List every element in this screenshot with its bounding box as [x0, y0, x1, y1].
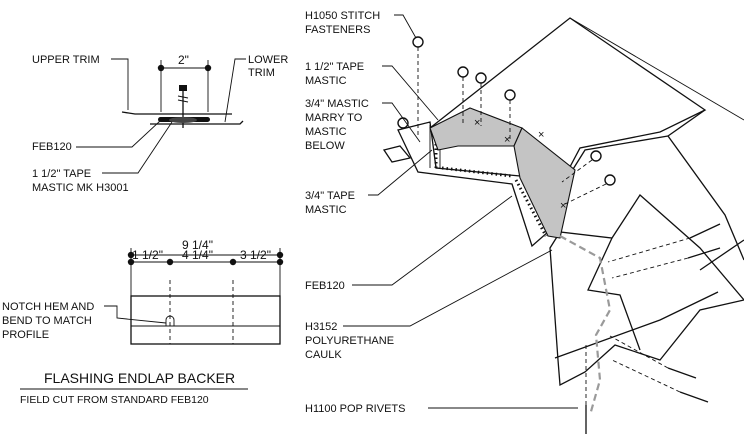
feb120-callout-leader: [352, 195, 513, 286]
endlap-dashed-path: [559, 235, 612, 416]
rivets-label: H1100 POP RIVETS: [305, 403, 405, 415]
upper-trim-side: [667, 109, 744, 261]
pop-rivet-icon: [609, 335, 697, 379]
stitch-label-2: FASTENERS: [305, 24, 370, 36]
stitch-fastener-icon: [475, 72, 487, 126]
lower-trim-edge: [699, 239, 744, 271]
upper-trim-panel: [121, 111, 232, 115]
tape-leader: [102, 121, 173, 174]
mastic-label-4: BELOW: [305, 140, 345, 152]
notch-hem: [165, 315, 175, 326]
dim-mid: 4 1/4": [182, 248, 213, 262]
lower-trim-panel: [150, 120, 244, 125]
notch-label-2: BEND TO MATCH: [2, 315, 92, 327]
lower-trim-hem: [554, 291, 719, 359]
stitch-leader: [394, 14, 417, 39]
upper-trim-ridge: [569, 17, 744, 121]
trim-section-detail: UPPER TRIM LOWER TRIM 2" FEB120 1 1/2" T…: [32, 53, 288, 194]
screw-head-icon: [179, 85, 187, 91]
dim-left: 1 1/2": [132, 248, 163, 262]
tape34-leader: [368, 149, 433, 196]
dimension-node: [229, 258, 237, 266]
mastic-leader: [382, 102, 421, 143]
tape-mastic-leader: [382, 65, 439, 121]
backer-notch-tab: [382, 145, 412, 163]
callouts: H1050 STITCH FASTENERS 1 1/2" TAPE MASTI…: [305, 10, 578, 415]
mastic-label-1: 3/4" MASTIC: [305, 98, 369, 110]
tape34-label-2: MASTIC: [305, 204, 347, 216]
lower-trim-fold: [587, 237, 641, 351]
caulk-label-2: POLYURETHANE: [305, 335, 394, 347]
tape-mastic-label-1: 1 1/2" TAPE: [305, 61, 364, 73]
stitch-fastener-icon: [561, 150, 602, 183]
screw-thread: [177, 95, 189, 99]
backer-outline: [130, 295, 281, 345]
pop-rivet-icon: [607, 223, 721, 263]
screw-thread: [177, 99, 189, 103]
tape-mastic-strip-side: [513, 127, 576, 239]
notch-label-3: PROFILE: [2, 329, 49, 341]
lower-trim-leader: [224, 58, 246, 123]
tape-mastic-label-2: MASTIC: [305, 75, 347, 87]
dimension-2in: 2": [178, 53, 189, 67]
feb120-leader: [76, 120, 161, 148]
upper-trim-leader: [111, 58, 129, 110]
backer-title: FLASHING ENDLAP BACKER: [44, 370, 235, 386]
caulk-label-1: H3152: [305, 321, 337, 333]
mastic-label-3: MASTIC: [305, 126, 347, 138]
fastener-mark: ×: [474, 117, 480, 129]
upper-trim-label: UPPER TRIM: [32, 54, 100, 66]
dim-right: 3 1/2": [240, 248, 271, 262]
fastener-mark: ×: [560, 200, 566, 212]
lower-trim-label-2: TRIM: [248, 67, 275, 79]
pop-rivet-icon: [611, 247, 721, 279]
feb120-hatch: [441, 166, 513, 178]
stitch-fastener-icon: [457, 66, 469, 124]
tape-label-1: 1 1/2" TAPE: [32, 168, 91, 180]
pop-rivet-icon: [611, 359, 709, 403]
tape-mastic: [169, 117, 197, 123]
caulk-label-3: CAULK: [305, 349, 342, 361]
notch-label-1: NOTCH HEM AND: [2, 301, 94, 313]
dimension-node: [166, 258, 174, 266]
backer-subtitle: FIELD CUT FROM STANDARD FEB120: [20, 394, 209, 406]
lower-trim-label-1: LOWER: [248, 54, 288, 66]
stitch-label-1: H1050 STITCH: [305, 10, 380, 22]
stitch-fastener-icon: [412, 36, 424, 138]
notch-leader: [104, 305, 167, 324]
backer-flat-pattern: 9 1/4" 1 1/2" 4 1/4" 3 1/2" NOTCH HEM AN…: [2, 238, 284, 406]
stitch-fastener-icon: [504, 89, 516, 140]
fastener-mark: ×: [538, 129, 544, 141]
overall-dimension: 9 1/4": [182, 238, 213, 252]
mastic-label-2: MARRY TO: [305, 112, 363, 124]
caulk-leader: [343, 249, 553, 327]
feb120-hatch: [514, 179, 548, 237]
tape34-label-1: 3/4" TAPE: [305, 190, 355, 202]
isometric-assembly: × × × ×: [382, 17, 744, 434]
stitch-fastener-icon: [564, 174, 616, 205]
tape-label-2: MASTIC MK H3001: [32, 182, 129, 194]
feb120-label: FEB120: [32, 141, 72, 153]
fastener-mark: ×: [504, 134, 510, 146]
feb120-callout: FEB120: [305, 280, 345, 292]
